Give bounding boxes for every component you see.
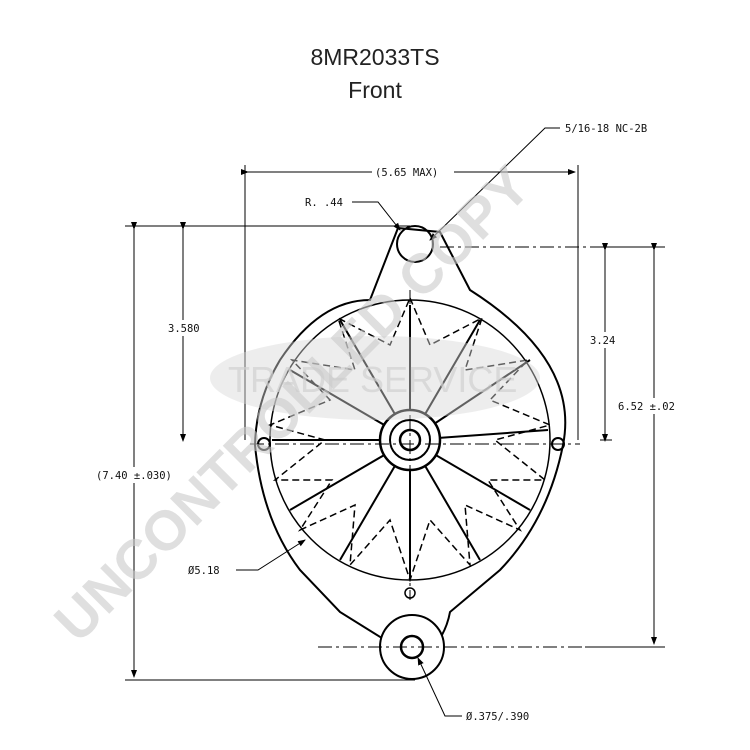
overall-height-dim: (7.40 ±.030) — [96, 470, 172, 482]
width-max-dim: (5.65 MAX) — [375, 167, 438, 179]
extension-lines — [125, 165, 665, 681]
thread-callout: 5/16-18 NC-2B — [565, 123, 647, 135]
leader-lines — [236, 127, 560, 717]
left-mount-dim: 3.580 — [168, 323, 200, 335]
fan-diameter-dim: Ø5.18 — [188, 565, 220, 577]
trade-service-watermark: TRADE SERVICE — [210, 336, 540, 420]
top-boss — [396, 225, 434, 263]
fan-star-outline — [267, 296, 553, 583]
radius-dim: R. .44 — [305, 197, 343, 209]
center-lines — [250, 246, 600, 648]
svg-text:TRADE SERVICE: TRADE SERVICE — [228, 359, 517, 400]
drawing-title: 8MR2033TS — [310, 44, 440, 70]
bore-diameter-dim: Ø.375/.390 — [466, 711, 529, 723]
right-mount-dim: 3.24 — [590, 335, 615, 347]
drawing-subtitle: Front — [348, 77, 402, 103]
height-tol-dim: 6.52 ±.02 — [618, 401, 675, 413]
